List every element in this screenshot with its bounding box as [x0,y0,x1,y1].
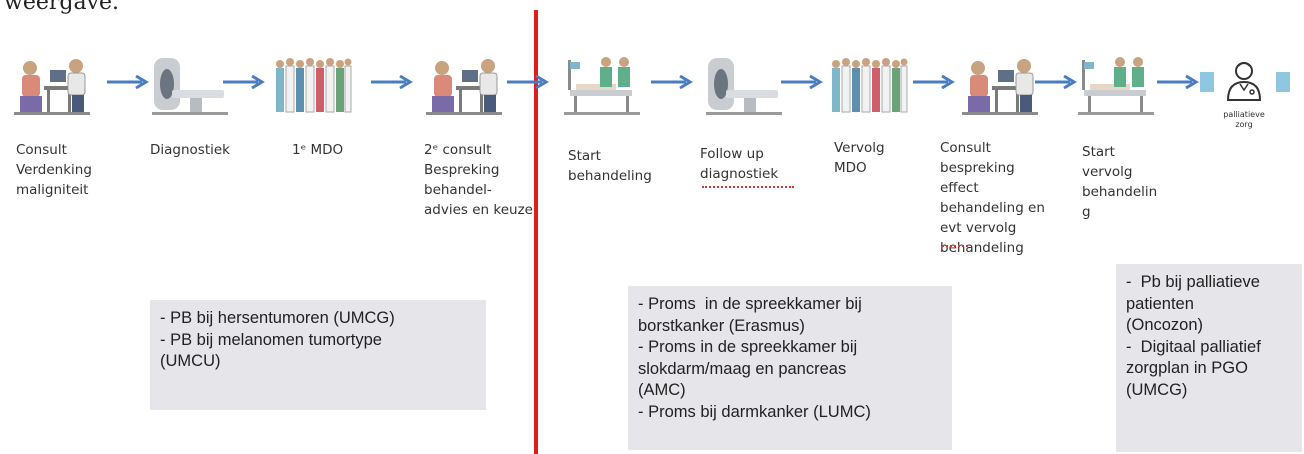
note-line: - Pb bij palliatieve [1126,273,1260,291]
note-line: slokdarm/maag en pancreas [638,359,847,378]
flow-arrow [223,74,265,90]
step-label-diagnostiek: Diagnostiek [150,142,231,158]
flow-arrow [781,74,823,90]
note-line: - Proms bij darmkanker (LUMC) [638,402,871,421]
step-label-follow-up: Follow up diagnostiek [700,146,779,182]
hospital-bed-icon [564,57,640,115]
note-line: (UMCG) [1126,380,1188,399]
note-box-right: - Pb bij palliatieve patienten (Oncozon)… [1116,264,1302,452]
step-label-consult-verdenking: Consult Verdenking maligniteit [16,142,92,198]
note-box-left: - PB bij hersentumoren (UMCG) - PB bij m… [150,300,486,410]
note-line: - Proms in de spreekkamer bij [638,338,858,356]
palliative-bar-right [1276,72,1290,92]
note-line: zorgplan in PGO [1126,359,1248,377]
palliative-person-icon [1226,62,1262,101]
medical-team-icon-2 [832,58,908,113]
flow-arrow [651,74,693,90]
spellcheck-underline [702,182,794,188]
step-label-tweede-consult: 2ᵉ consult Bespreking behandel- advies e… [424,142,533,218]
flow-arrow [507,74,549,90]
palliative-label-line2: zorg [1235,120,1253,129]
flow-arrow [913,74,955,90]
header-partial-text: weergave. [4,0,120,15]
note-line: - PB bij melanomen tumortype [160,330,382,349]
note-line: - PB bij hersentumoren (UMCG) [160,309,395,327]
palliative-bar-left [1200,72,1214,92]
note-line: patienten [1126,294,1194,313]
doctor-consult-icon-2 [426,59,502,115]
note-line: (Oncozon) [1126,316,1204,334]
note-line: (AMC) [638,381,686,399]
palliative-label-line1: palliatieve [1223,110,1265,119]
note-line: (UMCU) [160,352,221,370]
step-label-vervolg-mdo: Vervolg MDO [834,140,885,176]
step-label-eerste-mdo: 1ᵉ MDO [292,142,344,158]
ct-scanner-icon-2 [706,58,782,115]
note-line: - Digitaal palliatief [1126,337,1261,356]
flow-arrow [107,74,149,90]
spellcheck-underline [942,241,968,247]
step-label-start-vervolg: Start vervolg behandelin g [1082,144,1158,220]
note-line: borstkanker (Erasmus) [638,316,805,335]
red-divider-line [534,10,538,454]
hospital-bed-icon-2 [1078,57,1154,115]
note-box-middle: - Proms in de spreekkamer bij borstkanke… [628,286,952,450]
flow-arrow [1157,74,1199,90]
ct-scanner-icon [152,58,228,115]
step-label-start-behandeling: Start behandeling [568,148,652,184]
step-label-consult-bespreking: Consult bespreking effect behandeling en… [940,140,1045,256]
flow-arrow [371,74,413,90]
doctor-consult-icon [14,59,90,115]
note-line: - Proms in de spreekkamer bij [638,295,862,313]
flow-arrow [1035,74,1077,90]
palliative-label: palliatieve zorg [1212,110,1276,130]
medical-team-icon [276,58,352,113]
doctor-consult-icon-3 [962,59,1038,115]
